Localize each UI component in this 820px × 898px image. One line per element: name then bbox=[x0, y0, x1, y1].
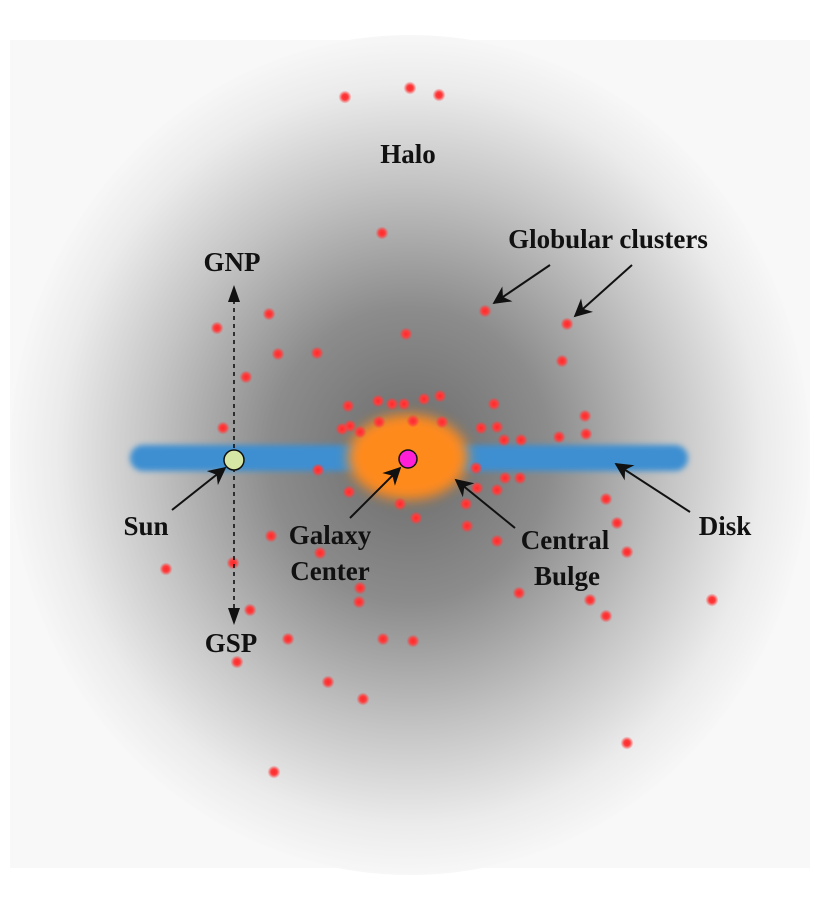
globular-cluster-dot bbox=[356, 692, 370, 706]
globular-clusters-group bbox=[159, 81, 719, 779]
globular-cluster-dot bbox=[514, 433, 528, 447]
globular-cluster-dot bbox=[512, 586, 526, 600]
globular-cluster-dot bbox=[406, 414, 420, 428]
globular-cluster-dot bbox=[321, 675, 335, 689]
globular-cluster-dot bbox=[230, 655, 244, 669]
globular-cluster-dot bbox=[583, 593, 597, 607]
disk-arrow bbox=[614, 463, 691, 513]
gnp-arrow-head bbox=[228, 285, 240, 302]
globular-cluster-dot bbox=[216, 421, 230, 435]
globular-cluster-dot bbox=[498, 471, 512, 485]
globular-cluster-dot bbox=[311, 463, 325, 477]
globular-cluster-dot bbox=[352, 595, 366, 609]
halo-label: Halo bbox=[380, 139, 436, 169]
globular-cluster-dot bbox=[578, 409, 592, 423]
galaxy-center-marker bbox=[398, 449, 418, 469]
globular-cluster-dot bbox=[406, 634, 420, 648]
globular-arrow-right bbox=[573, 264, 633, 318]
globular-cluster-dot bbox=[385, 397, 399, 411]
sun-label: Sun bbox=[123, 511, 168, 541]
globular-cluster-dot bbox=[399, 327, 413, 341]
globular-cluster-dot bbox=[579, 427, 593, 441]
globular-cluster-dot bbox=[409, 511, 423, 525]
globular-cluster-dot bbox=[435, 415, 449, 429]
globular-cluster-dot bbox=[341, 399, 355, 413]
globular-cluster-dot bbox=[513, 471, 527, 485]
globular-cluster-dot bbox=[610, 516, 624, 530]
globular-cluster-dot bbox=[599, 609, 613, 623]
central-bulge-arrow bbox=[454, 478, 516, 529]
globular-cluster-dot bbox=[159, 562, 173, 576]
globular-cluster-dot bbox=[433, 389, 447, 403]
globular-cluster-dot bbox=[620, 545, 634, 559]
globular-cluster-dot bbox=[353, 425, 367, 439]
globular-cluster-dot bbox=[469, 461, 483, 475]
globular-cluster-dot bbox=[210, 321, 224, 335]
globular-cluster-dot bbox=[343, 419, 357, 433]
gsp-arrow-head bbox=[228, 608, 240, 625]
globular-cluster-dot bbox=[267, 765, 281, 779]
globular-cluster-dot bbox=[353, 581, 367, 595]
galaxy-center-label-line1: Galaxy bbox=[289, 520, 372, 550]
gnp-label: GNP bbox=[204, 247, 261, 277]
globular-clusters-label: Globular clusters bbox=[508, 224, 708, 254]
globular-arrow-left bbox=[492, 264, 551, 305]
globular-cluster-dot bbox=[490, 483, 504, 497]
galaxy-center-label-line2: Center bbox=[290, 556, 369, 586]
globular-cluster-dot bbox=[487, 397, 501, 411]
globular-cluster-dot bbox=[281, 632, 295, 646]
central-bulge-label-line2: Bulge bbox=[534, 561, 600, 591]
globular-cluster-dot bbox=[313, 546, 327, 560]
globular-cluster-dot bbox=[310, 346, 324, 360]
globular-cluster-dot bbox=[474, 421, 488, 435]
globular-cluster-dot bbox=[417, 392, 431, 406]
globular-cluster-dot bbox=[555, 354, 569, 368]
globular-cluster-dot bbox=[478, 304, 492, 318]
globular-cluster-dot bbox=[264, 529, 278, 543]
globular-cluster-dot bbox=[262, 307, 276, 321]
globular-cluster-dot bbox=[490, 420, 504, 434]
globular-cluster-dot bbox=[497, 433, 511, 447]
globular-cluster-dot bbox=[372, 415, 386, 429]
globular-cluster-dot bbox=[560, 317, 574, 331]
gsp-label: GSP bbox=[205, 628, 258, 658]
globular-cluster-dot bbox=[552, 430, 566, 444]
sun-marker bbox=[223, 449, 245, 471]
globular-cluster-dot bbox=[342, 485, 356, 499]
globular-cluster-dot bbox=[376, 632, 390, 646]
galaxy-center-arrow bbox=[349, 466, 402, 519]
globular-cluster-dot bbox=[375, 226, 389, 240]
globular-cluster-dot bbox=[620, 736, 634, 750]
globular-cluster-dot bbox=[226, 556, 240, 570]
globular-cluster-dot bbox=[397, 397, 411, 411]
globular-cluster-dot bbox=[432, 88, 446, 102]
globular-cluster-dot bbox=[243, 603, 257, 617]
globular-cluster-dot bbox=[239, 370, 253, 384]
central-bulge-label-line1: Central bbox=[521, 525, 610, 555]
globular-cluster-dot bbox=[490, 534, 504, 548]
globular-cluster-dot bbox=[599, 492, 613, 506]
globular-cluster-dot bbox=[705, 593, 719, 607]
sun-arrow bbox=[171, 466, 227, 511]
globular-cluster-dot bbox=[393, 497, 407, 511]
globular-cluster-dot bbox=[460, 519, 474, 533]
globular-cluster-dot bbox=[271, 347, 285, 361]
disk-label: Disk bbox=[699, 511, 752, 541]
globular-cluster-dot bbox=[338, 90, 352, 104]
globular-cluster-dot bbox=[371, 394, 385, 408]
globular-cluster-dot bbox=[403, 81, 417, 95]
globular-cluster-dot bbox=[459, 497, 473, 511]
